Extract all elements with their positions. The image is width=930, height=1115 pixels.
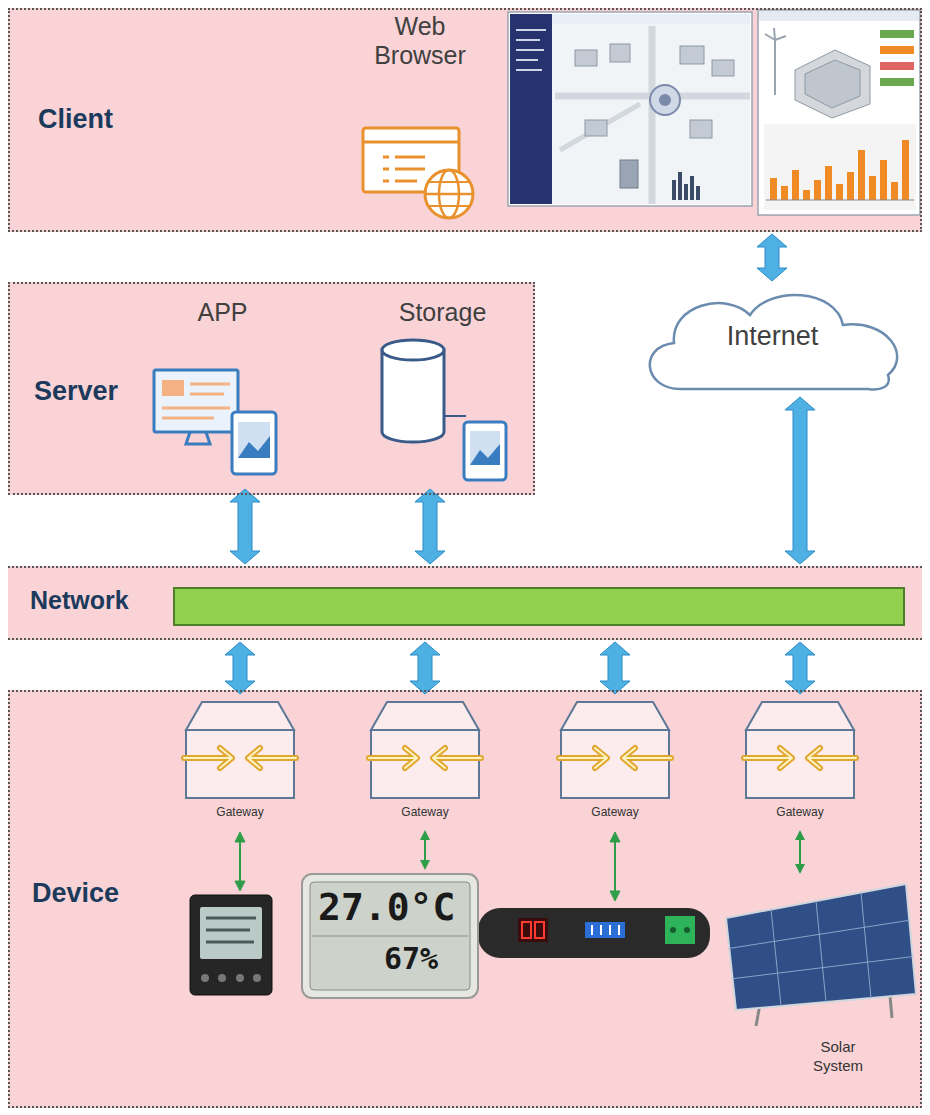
node-label: Storage	[370, 298, 515, 327]
node-label: Client	[38, 104, 113, 135]
device-band: Device Gateway Gateway Gateway Gateway 27.0°C…	[8, 690, 922, 1108]
text-holder: Solar System	[803, 1038, 873, 1076]
text-holder: Network	[30, 586, 129, 615]
gateway-node: Gateway	[555, 696, 679, 828]
text-holder: Client	[38, 104, 113, 135]
server-band: Server APP Storage	[8, 282, 535, 495]
block-arrow	[230, 489, 260, 564]
internet-cloud: Internet	[630, 283, 919, 395]
block-arrow	[415, 489, 445, 564]
app-node: APP	[150, 292, 299, 487]
web-browser-node: Web Browser	[355, 12, 489, 224]
gateway-icon	[365, 696, 485, 804]
text-holder: Gateway	[365, 806, 485, 820]
block-arrow	[757, 234, 787, 281]
gateway-icon	[555, 696, 675, 804]
storage-node: Storage	[370, 292, 519, 487]
network-bus-bar	[8, 568, 918, 638]
node-label: Solar System	[803, 1038, 873, 1076]
gateway-icon	[180, 696, 300, 804]
text-holder: APP	[150, 298, 295, 327]
device-link-arrow	[795, 830, 805, 874]
node-label: Server	[34, 376, 118, 407]
node-label: Device	[32, 878, 119, 909]
thermo-hygrometer: 27.0°C 67%	[300, 872, 480, 1000]
controller-board	[478, 908, 710, 958]
block-arrow	[410, 642, 440, 694]
block-arrow	[785, 397, 815, 564]
client-band: Client Web Browser	[8, 8, 922, 232]
block-arrow	[600, 642, 630, 694]
gateway-node: Gateway	[740, 696, 864, 828]
network-band: Network	[8, 566, 922, 640]
device-link-arrow	[420, 830, 430, 870]
text-holder: Device	[32, 878, 119, 909]
power-meter	[190, 895, 272, 995]
dashboard-screenshot	[508, 12, 752, 206]
node-label: Web Browser	[355, 12, 485, 70]
text-holder: Gateway	[555, 806, 675, 820]
text-holder: Gateway	[740, 806, 860, 820]
text-holder: Server	[34, 376, 118, 407]
text-holder: 27.0°C	[318, 886, 455, 930]
node-label: APP	[150, 298, 295, 327]
solar-system-node: Solar System	[720, 876, 918, 1090]
node-label: Gateway	[180, 806, 300, 820]
text-holder: Storage	[370, 298, 515, 327]
gateway-icon	[740, 696, 860, 804]
text-holder: Gateway	[180, 806, 300, 820]
node-label: Gateway	[740, 806, 860, 820]
gateway-node: Gateway	[180, 696, 304, 828]
node-label: Gateway	[555, 806, 675, 820]
text-holder: Internet	[630, 321, 915, 352]
gateway-node: Gateway	[365, 696, 489, 828]
text-holder: Web Browser	[355, 12, 485, 70]
text-holder: 67%	[384, 942, 438, 977]
node-label: Internet	[630, 321, 915, 352]
block-arrow	[225, 642, 255, 694]
node-label: Gateway	[365, 806, 485, 820]
block-arrow	[785, 642, 815, 694]
node-label: 67%	[384, 942, 438, 977]
node-label: 27.0°C	[318, 886, 455, 930]
node-label: Network	[30, 586, 129, 615]
dashboard-screenshot	[758, 10, 920, 215]
